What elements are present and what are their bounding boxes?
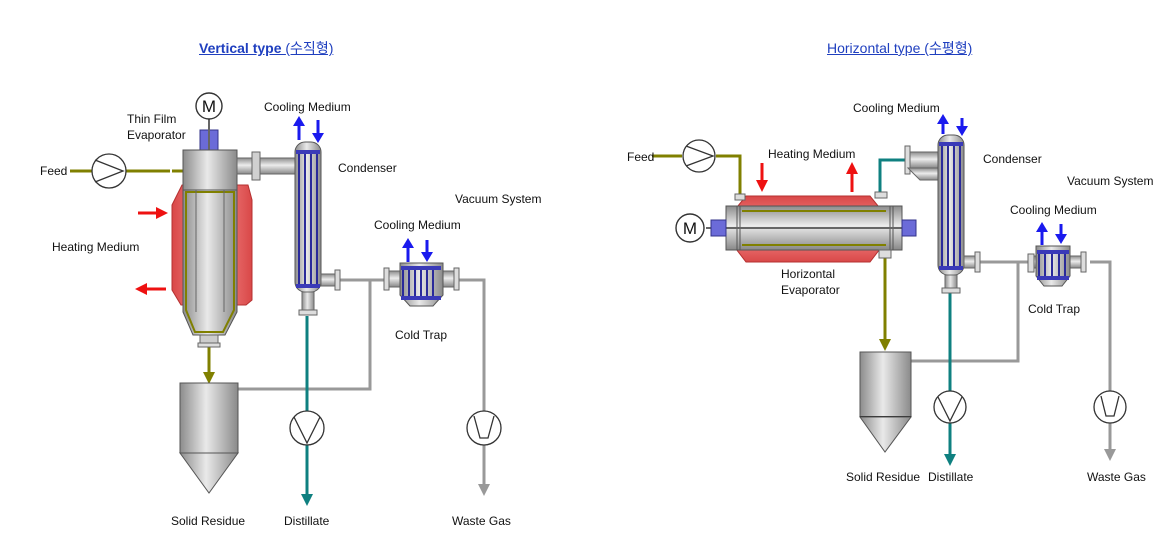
distillate-pump-icon xyxy=(289,410,325,446)
h-evaporator-label-line2: Evaporator xyxy=(781,283,840,297)
condenser-cooling-arrows xyxy=(293,116,324,143)
h-cold-trap-cooling-arrows xyxy=(1036,222,1067,245)
h-condenser-cooling-medium-label: Cooling Medium xyxy=(853,101,940,115)
cold-trap-cooling-arrows xyxy=(402,238,433,262)
horizontal-evaporator xyxy=(706,191,917,259)
h-motor-icon: M xyxy=(675,213,705,243)
h-vapor-line xyxy=(878,158,908,196)
cold-trap-cooling-medium-label: Cooling Medium xyxy=(374,218,461,232)
h-heating-medium-label: Heating Medium xyxy=(768,147,855,161)
h-distillate-label: Distillate xyxy=(928,470,974,484)
h-solid-residue-label: Solid Residue xyxy=(846,470,920,484)
distillate-label: Distillate xyxy=(284,514,330,528)
h-condenser xyxy=(937,134,981,294)
h-feed-pump-icon xyxy=(682,139,716,173)
horizontal-type-heading: Horizontal type (수평형) xyxy=(827,38,972,58)
h-motor-label: M xyxy=(683,219,697,238)
h-cold-trap xyxy=(1027,245,1087,287)
vertical-type-title: Vertical type xyxy=(199,40,282,56)
thin-film-evaporator xyxy=(182,149,238,348)
thin-film-label-line2: Evaporator xyxy=(127,128,186,142)
h-vacuum-pump-icon xyxy=(1093,390,1127,424)
vacuum-pump-icon xyxy=(466,410,502,446)
condenser-cooling-medium-label: Cooling Medium xyxy=(264,100,351,114)
h-feed-label: Feed xyxy=(627,150,654,164)
h-condenser-cooling-arrows xyxy=(937,114,968,136)
h-feed-line xyxy=(652,154,891,351)
h-heating-arrows xyxy=(756,162,858,192)
horizontal-type-title-korean: (수평형) xyxy=(924,40,973,56)
h-condenser-inlet xyxy=(904,145,939,181)
h-cold-trap-cooling-medium-label: Cooling Medium xyxy=(1010,203,1097,217)
h-evaporator-label-line1: Horizontal xyxy=(781,267,835,281)
residue-receiver xyxy=(179,382,239,494)
cold-trap xyxy=(383,262,460,307)
motor-icon: M xyxy=(195,92,223,188)
condenser-label: Condenser xyxy=(338,161,397,175)
feed-label: Feed xyxy=(40,164,67,178)
cold-trap-label: Cold Trap xyxy=(395,328,447,342)
heating-medium-label: Heating Medium xyxy=(52,240,139,254)
vertical-diagram: M xyxy=(40,92,541,528)
vertical-type-heading: Vertical type (수직형) xyxy=(199,38,333,58)
motor-label: M xyxy=(202,97,216,116)
waste-gas-label: Waste Gas xyxy=(452,514,511,528)
h-residue-receiver xyxy=(859,351,912,453)
h-cold-trap-label: Cold Trap xyxy=(1028,302,1080,316)
horizontal-type-title: Horizontal type xyxy=(827,40,921,56)
vapor-pipe xyxy=(236,151,296,181)
vacuum-system-label: Vacuum System xyxy=(455,192,541,206)
h-condenser-label: Condenser xyxy=(983,152,1042,166)
h-vacuum-system-label: Vacuum System xyxy=(1067,174,1153,188)
solid-residue-label: Solid Residue xyxy=(171,514,245,528)
horizontal-diagram: M xyxy=(627,101,1153,484)
vertical-type-title-korean: (수직형) xyxy=(285,40,334,56)
h-vacuum-line xyxy=(911,260,1116,461)
h-waste-gas-label: Waste Gas xyxy=(1087,470,1146,484)
thin-film-label-line1: Thin Film xyxy=(127,112,176,126)
heating-arrows xyxy=(135,207,168,295)
vacuum-line xyxy=(238,278,490,496)
condenser xyxy=(294,141,341,316)
feed-pump-icon xyxy=(91,153,127,189)
h-distillate-pump-icon xyxy=(933,390,967,424)
